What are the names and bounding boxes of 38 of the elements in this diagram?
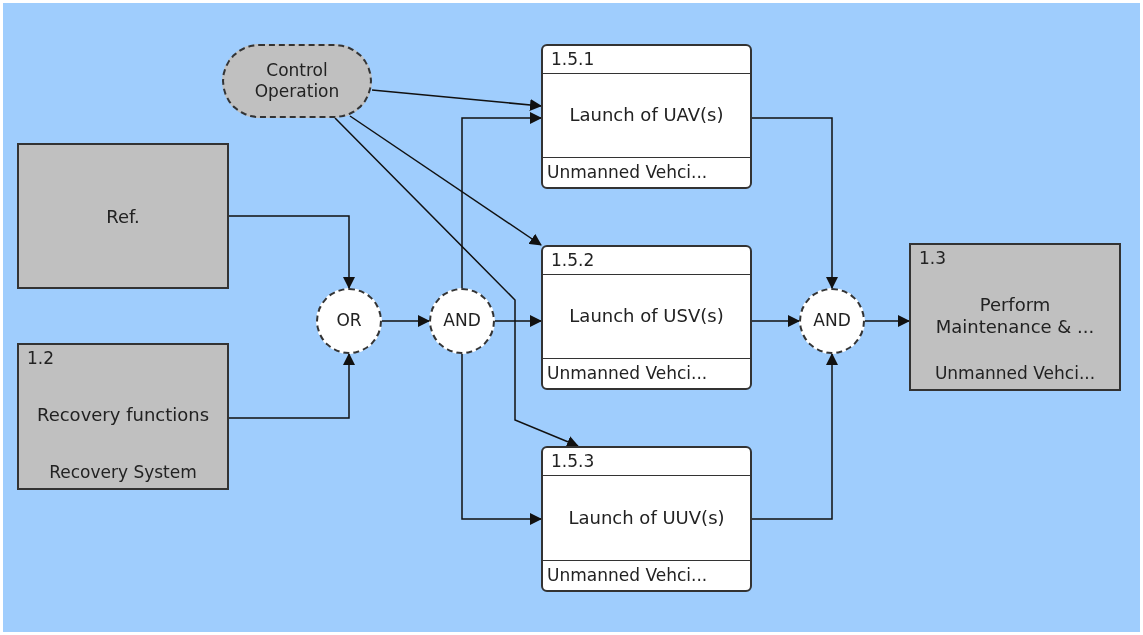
arrow [864, 315, 910, 327]
function-number: 1.2 [27, 347, 55, 371]
function-number: 1.3 [919, 247, 947, 271]
arrow [461, 112, 542, 289]
resource-name: Unmanned Vehci... [547, 563, 708, 587]
function-name: Recovery functions [36, 404, 210, 427]
function-number: 1.5.3 [551, 449, 595, 473]
function-name: Ref. [106, 204, 140, 229]
function-name: Launch of USV(s) [569, 305, 724, 328]
resource-name: Unmanned Vehci... [934, 362, 1096, 386]
function-box [17, 343, 229, 490]
function-box [541, 446, 752, 592]
function-box [541, 245, 752, 390]
arrow [494, 315, 542, 327]
function-name: Launch of UAV(s) [569, 104, 724, 127]
arrow [751, 117, 838, 289]
resource-name: Recovery System [49, 461, 197, 485]
arrow [381, 315, 430, 327]
arrow [461, 353, 542, 525]
resource-name: Unmanned Vehci... [547, 160, 708, 184]
function-box [541, 44, 752, 189]
arrow [334, 117, 579, 448]
node-label: Control Operation [253, 59, 341, 103]
arrow [751, 315, 800, 327]
function-box [17, 143, 229, 289]
node-label: OR [335, 310, 363, 332]
function-number: 1.5.2 [551, 248, 595, 272]
resource-name: Unmanned Vehci... [547, 361, 708, 385]
node-label: AND [442, 310, 482, 332]
arrow [228, 353, 355, 419]
arrow [751, 353, 838, 520]
function-name: Perform Maintenance & ... [934, 293, 1096, 339]
function-name: Launch of UUV(s) [568, 506, 725, 530]
function-number: 1.5.1 [551, 47, 595, 71]
node-label: AND [812, 310, 852, 332]
arrow [228, 215, 355, 289]
function-box [909, 243, 1121, 391]
arrow [371, 89, 542, 111]
